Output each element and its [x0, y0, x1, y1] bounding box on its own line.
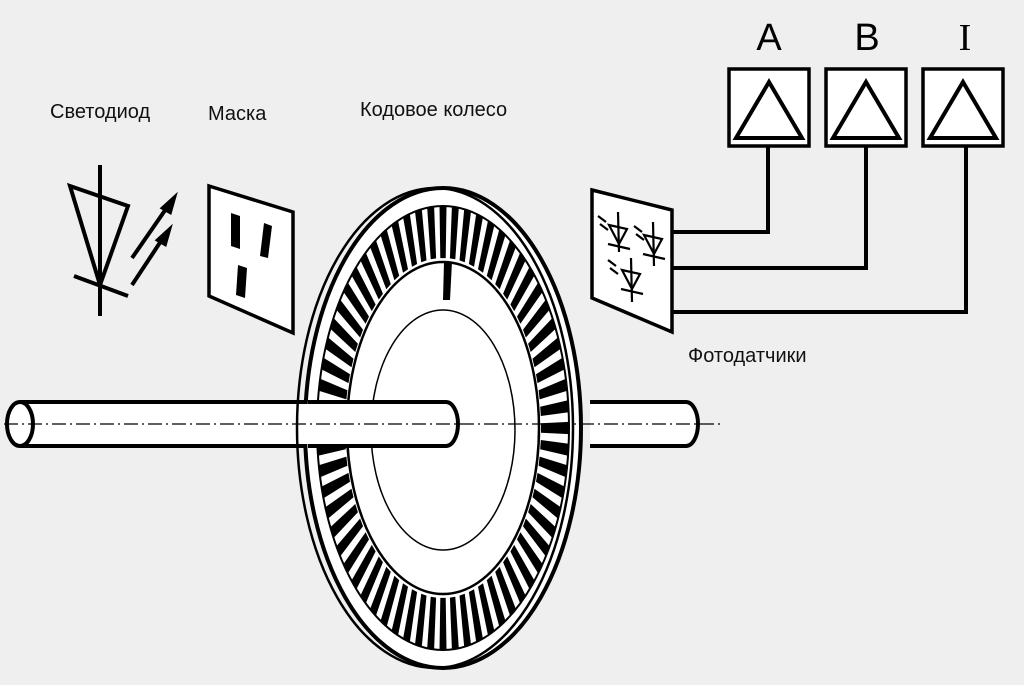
wheel-slot: [343, 282, 369, 324]
wheel-slot: [517, 532, 543, 574]
wheel-slot: [330, 504, 358, 538]
wheel-slot: [478, 220, 495, 273]
wheel-slot: [336, 299, 363, 338]
mask-label: Маска: [208, 103, 267, 125]
wheel-slot: [336, 518, 363, 557]
wheel-slot: [370, 240, 391, 290]
wheel-slot: [540, 440, 569, 456]
wheel-slot: [391, 583, 408, 636]
wheel-slot: [528, 318, 556, 352]
wheel-slot: [449, 206, 459, 260]
shaft-front: [4, 400, 720, 448]
led-icon: [66, 165, 178, 316]
wheel-slot: [459, 209, 471, 263]
wheel-slot: [495, 566, 516, 616]
wheel-slot: [517, 282, 543, 324]
wheel-slot: [538, 378, 568, 400]
wheel-slot: [427, 596, 437, 650]
wheel-slot: [351, 266, 376, 312]
wheel-slot: [439, 597, 447, 650]
photodiode-icon: [597, 211, 631, 253]
wheel-slot: [523, 299, 550, 338]
wheel-slot: [360, 252, 383, 300]
channel-i: I: [921, 17, 1005, 148]
channel-a-label: A: [756, 17, 782, 59]
wheel-slot: [325, 337, 354, 368]
wheel-slot: [343, 532, 369, 574]
wheel-slot: [503, 556, 526, 604]
wheel-slot: [380, 575, 400, 627]
wheel-slot: [415, 593, 427, 647]
wheel-slot: [540, 400, 569, 416]
wheel-slot: [380, 229, 400, 281]
wheel-slot: [495, 240, 516, 290]
wheel-slot: [318, 378, 348, 400]
wheel-slot: [532, 337, 561, 368]
photodiode-icon: [633, 221, 666, 267]
wheel-slot: [325, 488, 354, 519]
wheel-slot: [510, 544, 535, 590]
wheel-slot: [330, 318, 358, 352]
channel-b-label: B: [854, 17, 879, 59]
wheel-slot: [528, 504, 556, 538]
led-label: Светодиод: [50, 101, 150, 123]
wheel-slot: [523, 518, 550, 557]
wheel-slot: [351, 544, 376, 590]
wheel-slot: [503, 252, 526, 300]
wheel-label: Кодовое колесо: [360, 99, 507, 121]
channel-b: B: [824, 17, 908, 148]
signal-wires: [672, 146, 968, 314]
wheel-slot: [468, 589, 483, 643]
wheel-slot: [427, 206, 437, 260]
wheel-slot: [532, 488, 561, 519]
wheel-slot: [321, 357, 350, 384]
wheel-slot: [541, 421, 569, 435]
sensors-label: Фотодатчики: [688, 345, 807, 367]
index-slot: [443, 262, 452, 300]
wheel-slot: [486, 575, 506, 627]
wheel-slot: [360, 556, 383, 604]
wheel-slot: [449, 596, 459, 650]
wheel-slot: [536, 357, 565, 384]
wheel-slot: [321, 472, 350, 499]
mask-plate: [207, 183, 295, 336]
wheel-slot: [391, 220, 408, 273]
photosensor-plate: [590, 187, 674, 335]
wheel-slot: [415, 209, 427, 263]
wheel-slot: [486, 229, 506, 281]
channel-a: A: [727, 17, 811, 148]
channel-i-label: I: [959, 17, 972, 59]
wheel-slot: [439, 206, 447, 259]
wheel-slot: [403, 589, 418, 643]
wheel-slots: [317, 206, 569, 650]
wheel-slot: [318, 456, 348, 478]
wheel-slot: [538, 456, 568, 478]
wheel-slot: [403, 213, 418, 267]
photodiode-icon: [607, 257, 644, 303]
wheel-slot: [370, 566, 391, 616]
wheel-slot: [510, 266, 535, 312]
wheel-slot: [478, 583, 495, 636]
wheel-slot: [468, 213, 483, 267]
wheel-slot: [459, 593, 471, 647]
wheel-slot: [536, 472, 565, 499]
